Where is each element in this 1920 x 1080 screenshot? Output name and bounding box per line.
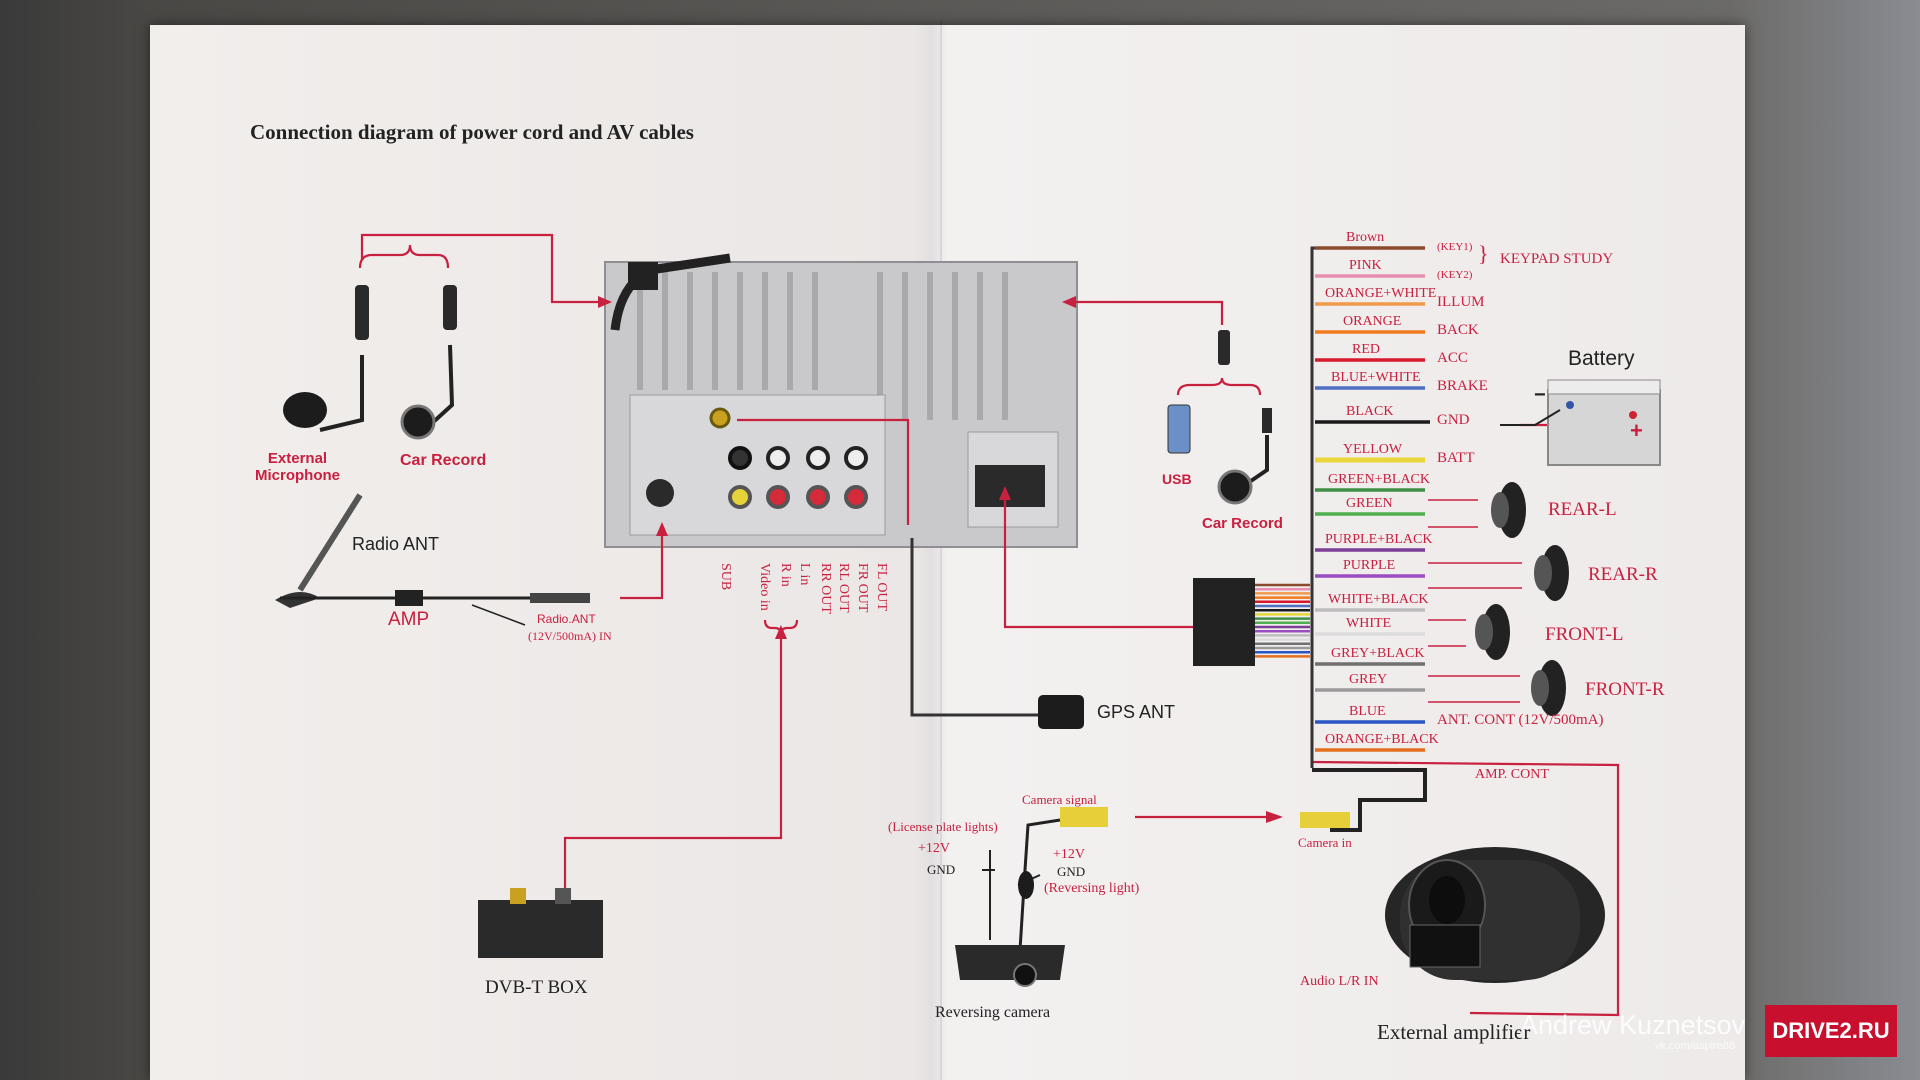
mic-label: External Microphone — [255, 450, 340, 485]
wire-color-13: WHITE — [1346, 616, 1392, 631]
v12-b-label: +12V — [1053, 847, 1086, 862]
usb-label: USB — [1162, 471, 1192, 487]
wire-function-7: BATT — [1437, 450, 1475, 466]
rca-label-1: Video in — [757, 563, 772, 611]
wire-function-6: GND — [1437, 412, 1470, 428]
rca-label-4: RR OUT — [818, 563, 833, 614]
wire-color-15: GREY — [1349, 672, 1388, 687]
v12-a-label: +12V — [918, 841, 951, 856]
head-unit — [604, 253, 1078, 548]
gnd-b-label: GND — [1057, 864, 1086, 879]
right-peripherals — [910, 246, 1661, 987]
wire-function-2: ILLUM — [1437, 294, 1485, 310]
speaker-label-2: FRONT-L — [1545, 624, 1624, 645]
camera-in-label: Camera in — [1298, 835, 1352, 850]
reversing-light-label: (Reversing light) — [1044, 881, 1140, 896]
gnd-a-label: GND — [927, 862, 956, 877]
wire-color-9: GREEN — [1346, 496, 1393, 511]
wire-function-16: ANT. CONT (12V/500mA) — [1437, 712, 1604, 728]
car-record-left-label: Car Record — [400, 452, 487, 469]
wire-color-12: WHITE+BLACK — [1328, 592, 1429, 607]
license-plate-label: (License plate lights) — [888, 819, 998, 834]
drive2-logo-badge[interactable]: DRIVE2.RU — [1765, 1005, 1897, 1057]
wire-color-11: PURPLE — [1343, 558, 1396, 573]
wire-color-5: BLUE+WHITE — [1331, 370, 1421, 385]
wire-color-17: ORANGE+BLACK — [1325, 732, 1439, 747]
wire-function-5: BRAKE — [1437, 378, 1488, 394]
wire-color-8: GREEN+BLACK — [1328, 472, 1431, 487]
speaker-label-3: FRONT-R — [1585, 679, 1665, 700]
radio-ant-label: Radio ANT — [352, 534, 440, 554]
rca-label-6: FR OUT — [855, 563, 870, 613]
battery-minus-label: − — [1534, 384, 1546, 406]
amp-label: AMP — [388, 609, 430, 630]
rca-label-0: SUB — [718, 563, 733, 591]
wire-color-bars — [1315, 246, 1430, 752]
speaker-label-0: REAR-L — [1548, 499, 1617, 520]
car-record-right-label: Car Record — [1202, 515, 1283, 532]
wire-function-0: (KEY1) — [1437, 241, 1473, 253]
wire-function-4: ACC — [1437, 350, 1468, 366]
wire-color-14: GREY+BLACK — [1331, 646, 1425, 661]
rca-label-5: RL OUT — [836, 563, 851, 613]
rca-label-7: FL OUT — [874, 563, 889, 612]
wire-color-0: Brown — [1346, 230, 1385, 245]
watermark-sub: vk.com/aspire88 — [1655, 1040, 1736, 1052]
camera-signal-label: Camera signal — [1022, 792, 1097, 807]
radio-ant-spec-label: (12V/500mA) IN — [528, 629, 612, 643]
left-peripherals — [275, 285, 603, 958]
wire-color-16: BLUE — [1349, 704, 1386, 719]
dvb-box-label: DVB-T BOX — [485, 977, 588, 998]
wire-color-7: YELLOW — [1343, 442, 1403, 457]
wire-color-2: ORANGE+WHITE — [1325, 286, 1437, 301]
wire-color-1: PINK — [1349, 258, 1382, 273]
audio-in-label: Audio L/R IN — [1300, 974, 1379, 989]
amp-cont-label: AMP. CONT — [1475, 767, 1549, 782]
wire-color-4: RED — [1352, 342, 1380, 357]
wire-function-1: (KEY2) — [1437, 269, 1473, 281]
battery-plus-label: + — [1630, 418, 1643, 443]
wire-color-6: BLACK — [1346, 404, 1394, 419]
keypad-brace: } — [1478, 241, 1489, 266]
rca-label-2: R in — [778, 563, 793, 587]
external-amplifier-label: External amplifier — [1377, 1020, 1531, 1044]
keypad-study-label: KEYPAD STUDY — [1500, 251, 1614, 267]
wire-color-3: ORANGE — [1343, 314, 1402, 329]
paper-fold — [940, 20, 942, 1080]
speaker-label-1: REAR-R — [1588, 564, 1658, 585]
battery-label: Battery — [1568, 347, 1635, 370]
diagram-title: Connection diagram of power cord and AV … — [250, 120, 694, 144]
gps-ant-label: GPS ANT — [1097, 702, 1176, 722]
harness-wire-fan — [1255, 583, 1310, 658]
watermark-author: Andrew Kuznetsov — [1520, 1010, 1746, 1040]
rca-label-3: L in — [797, 563, 812, 586]
wire-color-10: PURPLE+BLACK — [1325, 532, 1433, 547]
wire-function-3: BACK — [1437, 322, 1479, 338]
reversing-camera-label: Reversing camera — [935, 1004, 1051, 1021]
radio-ant-in-label: Radio.ANT — [537, 612, 596, 626]
